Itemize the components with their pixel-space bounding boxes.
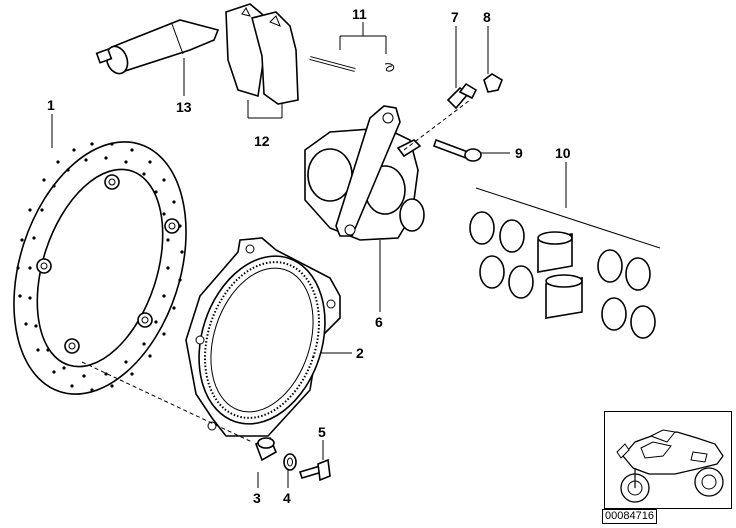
callout-3: 3 bbox=[253, 490, 261, 506]
callout-labels: 1 2 3 4 5 6 7 8 9 10 11 12 13 bbox=[47, 6, 571, 506]
callout-1: 1 bbox=[47, 97, 55, 113]
abs-sensor-ring bbox=[185, 237, 341, 437]
callout-7: 7 bbox=[451, 9, 459, 25]
brake-caliper bbox=[304, 105, 425, 241]
callout-10: 10 bbox=[555, 145, 571, 161]
diagram-reference-number: 00084716 bbox=[602, 509, 657, 524]
callout-6: 6 bbox=[375, 314, 383, 330]
motorcycle-icon bbox=[616, 429, 724, 503]
caliper-bolt bbox=[432, 138, 482, 162]
callout-8: 8 bbox=[483, 9, 491, 25]
leader-lines bbox=[51, 22, 567, 488]
callout-9: 9 bbox=[515, 145, 523, 161]
pin-and-clip bbox=[309, 56, 395, 72]
callout-5: 5 bbox=[318, 424, 326, 440]
disc-screw-and-washers bbox=[254, 436, 331, 482]
callout-2: 2 bbox=[356, 345, 364, 361]
brake-disc bbox=[13, 141, 187, 395]
callout-4: 4 bbox=[283, 490, 291, 506]
brake-pads bbox=[225, 3, 299, 105]
motorcycle-locator-inset bbox=[604, 411, 732, 509]
bleed-valve-and-cap bbox=[446, 73, 503, 110]
callout-11: 11 bbox=[352, 6, 367, 22]
grease-tube bbox=[95, 19, 220, 75]
seal-kit bbox=[469, 187, 661, 339]
callout-12: 12 bbox=[254, 133, 270, 149]
callout-13: 13 bbox=[176, 99, 192, 115]
